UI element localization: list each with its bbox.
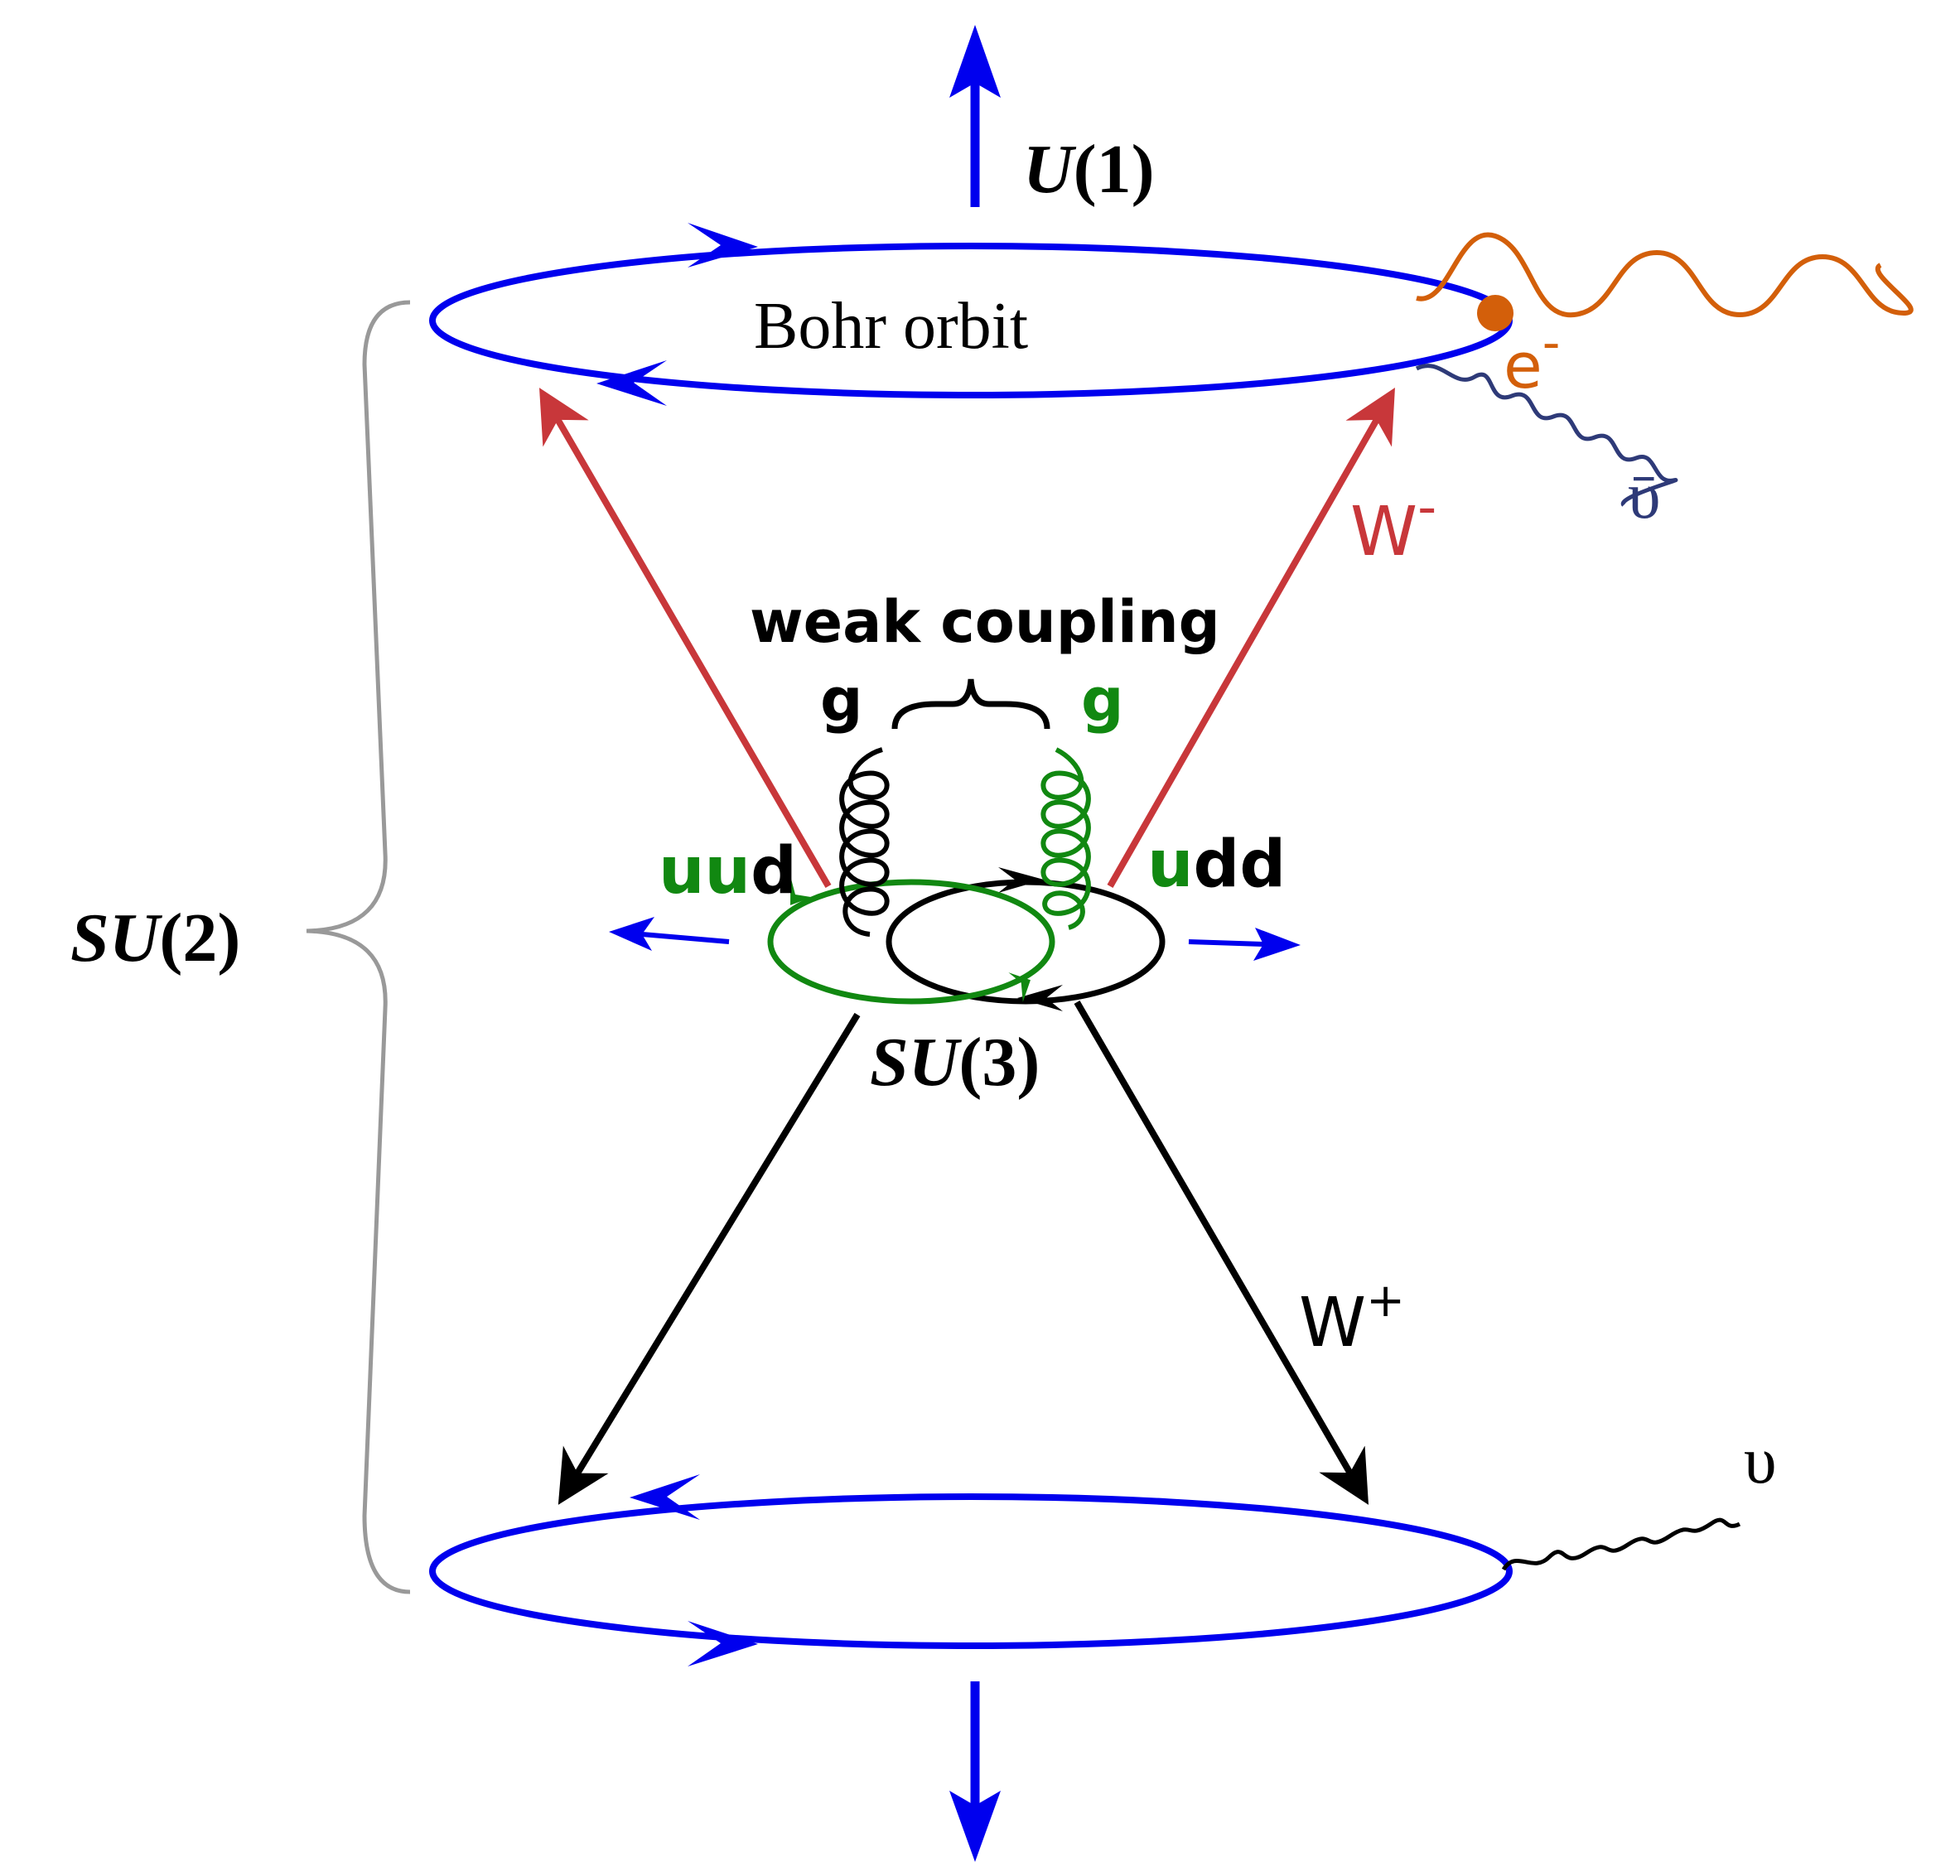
su2-label: SU(2) [70, 899, 240, 977]
w-minus-arrow-left [538, 388, 832, 889]
left-small-arrow [609, 917, 730, 951]
u1-up-arrow [949, 25, 1001, 207]
weak-coupling-label: weak coupling [750, 588, 1220, 656]
proton-label: uud [659, 834, 797, 909]
electron-label: e- [1504, 314, 1560, 403]
antineutrino-label: ῡ [1628, 460, 1661, 533]
u1-down-arrow [949, 1681, 1001, 1862]
w-plus-arrow-right [1074, 1000, 1369, 1505]
right-small-arrow [1188, 928, 1301, 961]
proton-loop [767, 876, 1055, 1005]
photon-wave [1416, 232, 1914, 318]
weak-coupling-brace [891, 678, 1050, 730]
neutron-loop [886, 867, 1166, 1011]
antineutrino-wave [1415, 364, 1678, 507]
gluon-left-label: g [820, 665, 863, 735]
electron-dot [1477, 295, 1513, 331]
w-minus-arrow-right [1107, 388, 1395, 888]
gluon-right-label: g [1081, 665, 1124, 735]
neutron-label: udd [1147, 827, 1286, 902]
w-minus-label: W- [1350, 477, 1436, 571]
u1-label: U(1) [1023, 131, 1155, 208]
gluon-right-spring [1040, 747, 1091, 930]
bohr-orbit-label: Bohr orbit [754, 290, 1028, 363]
su2-brace [306, 300, 411, 1594]
w-plus-arrow-left [558, 1012, 861, 1505]
su3-label: SU(3) [870, 1024, 1040, 1101]
neutrino-label: υ [1744, 1425, 1777, 1497]
orbit-bottom [429, 1474, 1513, 1666]
w-plus-label: W+ [1299, 1274, 1405, 1362]
neutrino-wave [1501, 1517, 1741, 1571]
gluon-left-spring [839, 747, 890, 937]
